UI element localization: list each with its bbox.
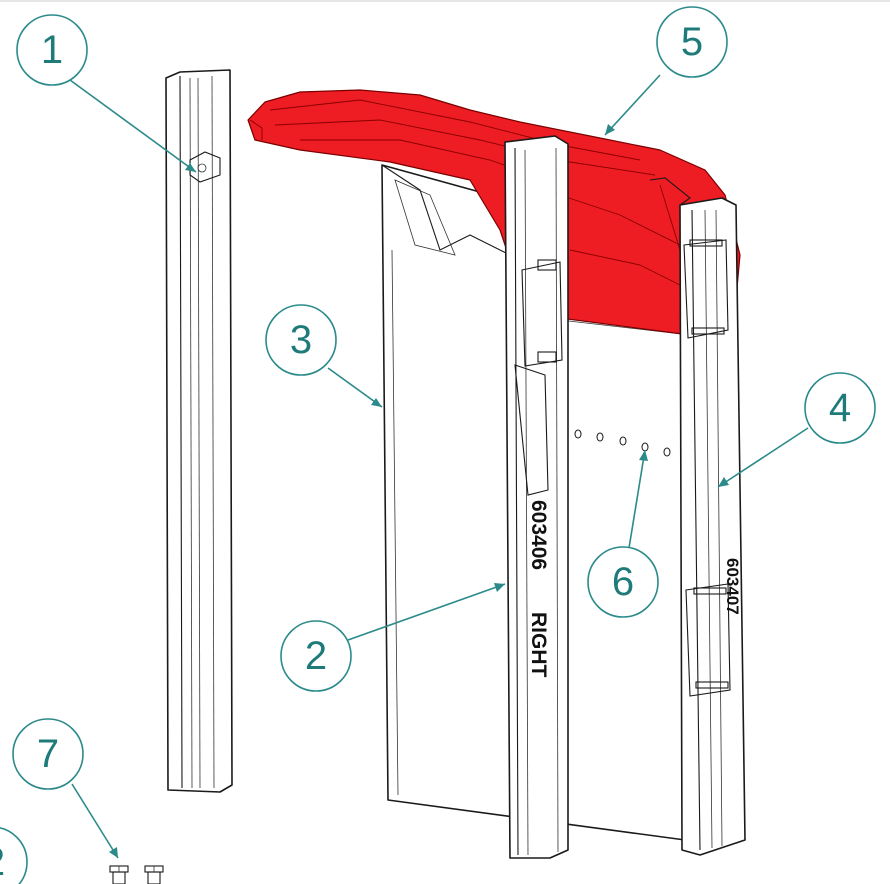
svg-text:6: 6 (612, 560, 634, 604)
callout-1: 1 (16, 14, 88, 86)
svg-text:2: 2 (0, 840, 5, 884)
leader-lines (69, 74, 809, 859)
hole-row-part (574, 429, 671, 457)
front-right-post-part: 603406 RIGHT (504, 135, 569, 859)
leader-6 (628, 449, 646, 549)
front-post-part-number: 603406 (527, 500, 550, 570)
bolt-1 (109, 865, 129, 884)
bolts-part (109, 865, 164, 884)
left-post-part (165, 69, 233, 793)
leader-2 (347, 583, 506, 641)
rear-right-post-part: 603407 (649, 177, 746, 856)
svg-text:5: 5 (681, 20, 703, 64)
leader-7 (71, 783, 119, 859)
svg-text:4: 4 (829, 386, 851, 430)
svg-text:1: 1 (41, 28, 63, 72)
callout-2-partial: 2 (0, 827, 28, 884)
callout-7: 7 (12, 718, 84, 790)
leader-1 (69, 79, 197, 173)
rear-post-part-number: 603407 (723, 558, 742, 615)
leader-3 (327, 367, 383, 408)
callout-5: 5 (656, 6, 728, 78)
callout-4: 4 (804, 372, 876, 444)
svg-text:3: 3 (290, 318, 312, 362)
bolt-2 (144, 865, 164, 884)
leader-4 (717, 427, 809, 488)
front-post-side-marking: RIGHT (527, 612, 550, 678)
svg-text:7: 7 (37, 732, 59, 776)
callout-2: 2 (280, 620, 352, 692)
callout-3: 3 (265, 304, 337, 376)
callout-6: 6 (587, 546, 659, 618)
leader-5 (604, 74, 661, 136)
svg-text:2: 2 (305, 634, 327, 678)
